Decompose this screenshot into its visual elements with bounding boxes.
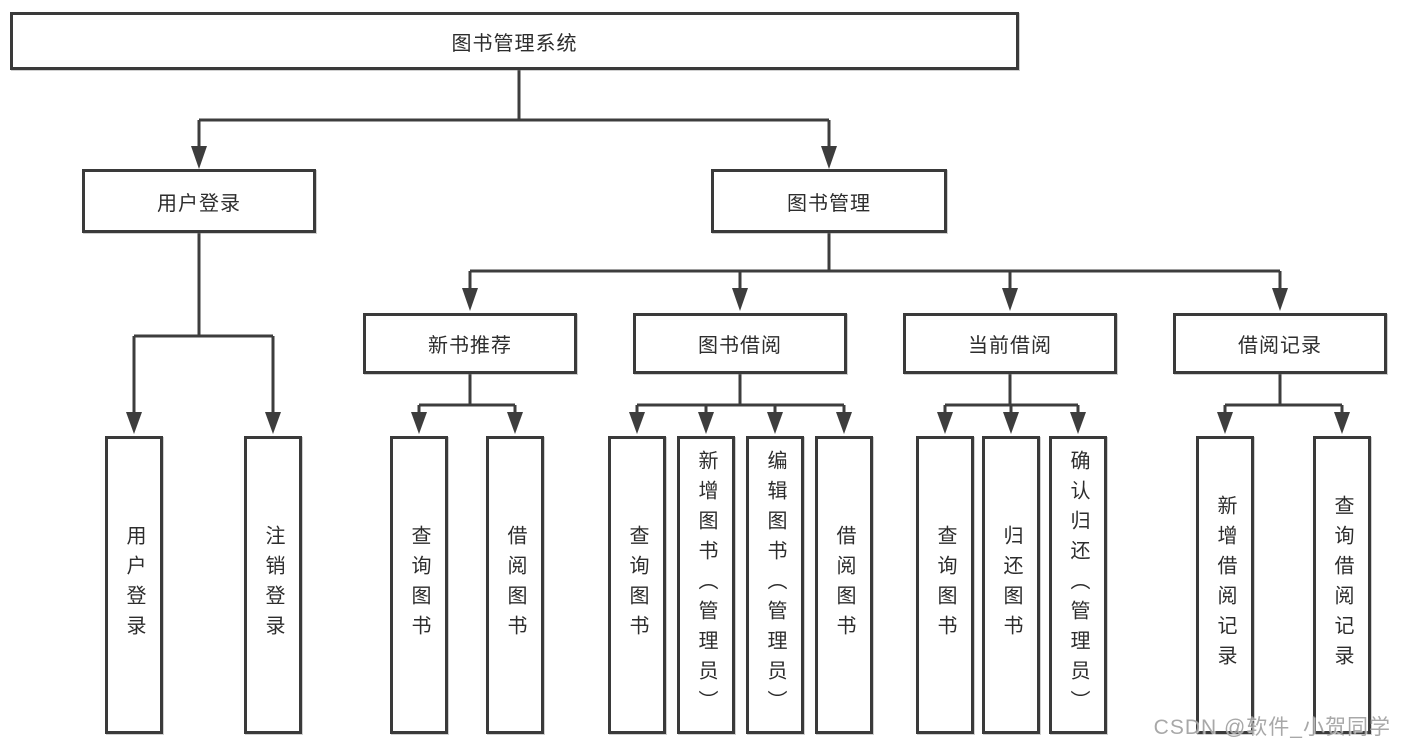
node-book-management: 图书管理 bbox=[711, 169, 947, 233]
node-label: 借阅记录 bbox=[1238, 335, 1322, 357]
node-label: 编辑图书（管理员） bbox=[764, 450, 786, 720]
node-label: 新增图书（管理员） bbox=[695, 450, 717, 720]
leaf-query-borrow-record: 查询借阅记录 bbox=[1313, 436, 1371, 734]
node-label: 新增借阅记录 bbox=[1214, 495, 1236, 675]
node-current-borrowing: 当前借阅 bbox=[903, 313, 1117, 374]
leaf-borrow-books-1: 借阅图书 bbox=[486, 436, 544, 734]
node-label: 用户登录 bbox=[157, 192, 241, 215]
node-label: 确认归还（管理员） bbox=[1067, 450, 1089, 720]
node-label: 图书管理 bbox=[787, 192, 871, 215]
node-book-borrowing: 图书借阅 bbox=[633, 313, 847, 374]
node-new-book-recommend: 新书推荐 bbox=[363, 313, 577, 374]
node-label: 查询借阅记录 bbox=[1331, 495, 1353, 675]
node-label: 新书推荐 bbox=[428, 335, 512, 357]
node-label: 查询图书 bbox=[408, 525, 430, 645]
node-label: 用户登录 bbox=[123, 525, 145, 645]
node-user-login: 用户登录 bbox=[82, 169, 316, 233]
node-label: 当前借阅 bbox=[968, 335, 1052, 357]
node-label: 图书管理系统 bbox=[451, 32, 578, 55]
leaf-add-books-admin: 新增图书（管理员） bbox=[677, 436, 735, 734]
node-label: 注销登录 bbox=[262, 525, 284, 645]
leaf-user-login: 用户登录 bbox=[105, 436, 163, 734]
node-label: 借阅图书 bbox=[833, 525, 855, 645]
leaf-edit-books-admin: 编辑图书（管理员） bbox=[746, 436, 804, 734]
node-label: 图书借阅 bbox=[698, 335, 782, 357]
leaf-borrow-books-2: 借阅图书 bbox=[815, 436, 873, 734]
leaf-logout: 注销登录 bbox=[244, 436, 302, 734]
leaf-query-books-2: 查询图书 bbox=[608, 436, 666, 734]
leaf-confirm-return-admin: 确认归还（管理员） bbox=[1049, 436, 1107, 734]
node-label: 查询图书 bbox=[626, 525, 648, 645]
node-library-management-system: 图书管理系统 bbox=[10, 12, 1019, 70]
node-label: 借阅图书 bbox=[504, 525, 526, 645]
csdn-watermark: CSDN @软件_小贺同学 bbox=[1153, 716, 1391, 739]
node-borrowing-records: 借阅记录 bbox=[1173, 313, 1387, 374]
node-label: 查询图书 bbox=[934, 525, 956, 645]
leaf-return-books: 归还图书 bbox=[982, 436, 1040, 734]
leaf-query-books-3: 查询图书 bbox=[916, 436, 974, 734]
leaf-add-borrow-record: 新增借阅记录 bbox=[1196, 436, 1254, 734]
node-label: 归还图书 bbox=[1000, 525, 1022, 645]
leaf-query-books-1: 查询图书 bbox=[390, 436, 448, 734]
